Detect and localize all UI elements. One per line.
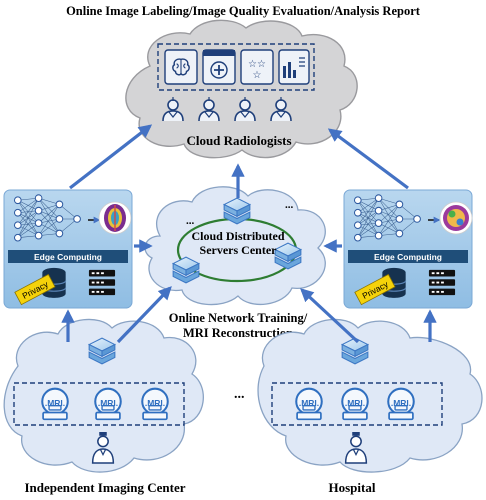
hospital-label: Hospital [329, 480, 376, 495]
cloud-hospital: .MRI. .MRI. .MRI. [257, 318, 483, 473]
arrow [69, 124, 153, 190]
edge-computing-left: Edge Computing Privacy [3, 189, 133, 309]
edge-computing-right: Edge Computing Privacy [343, 189, 473, 309]
svg-text:☆☆: ☆☆ [248, 59, 266, 70]
mri-scanner: .MRI. [295, 387, 323, 421]
cloud-radiologists-label: Cloud Radiologists [186, 133, 291, 148]
svg-text:.MRI.: .MRI. [299, 398, 319, 408]
edge-bar [348, 250, 468, 263]
mri-scanner: .MRI. [341, 387, 369, 421]
edge-bar-label: Edge Computing [374, 252, 442, 262]
arrow [116, 286, 172, 344]
svg-text:.MRI.: .MRI. [45, 398, 65, 408]
analysis-report-icon [278, 49, 310, 85]
mri-scanner: .MRI. [94, 387, 122, 421]
brain-scan-icon [439, 201, 473, 235]
tools-frame [157, 43, 315, 91]
training-caption: MRI Reconstruction [183, 326, 293, 340]
training-caption: Online Network Training/ [169, 311, 308, 325]
mri-scanner: .MRI. [387, 387, 415, 421]
edge-bar-label: Edge Computing [34, 252, 102, 262]
brain-scan-icon [98, 201, 132, 235]
svg-text:...: ... [285, 199, 294, 211]
edge-bar [8, 250, 128, 263]
svg-text:.MRI.: .MRI. [145, 398, 165, 408]
ellipsis: ... [234, 387, 245, 402]
cloud-center-label: Servers Center [200, 243, 278, 257]
scanner-frame [271, 382, 443, 426]
arrow [327, 128, 409, 190]
brain-analysis-icon [164, 49, 198, 85]
server-rack-icon [428, 269, 456, 296]
scanner-frame [13, 382, 185, 426]
page-title: Online Image Labeling/Image Quality Eval… [66, 4, 421, 18]
mri-scanner: .MRI. [141, 387, 169, 421]
svg-text:...: ... [186, 215, 195, 227]
svg-text:.MRI.: .MRI. [98, 398, 118, 408]
cloud-distributed-servers: ... ... Cloud Distributed Servers Center [144, 186, 326, 306]
labeling-add-icon [202, 49, 236, 85]
cloud-radiologists: ☆☆ ☆ Cloud Radiologists [125, 19, 358, 159]
cloud-shape [257, 318, 483, 473]
imaging-center-label: Independent Imaging Center [24, 480, 185, 495]
data-flow-arrows [61, 124, 437, 344]
svg-text:.MRI.: .MRI. [345, 398, 365, 408]
arrow [300, 288, 360, 344]
svg-text:.MRI.: .MRI. [391, 398, 411, 408]
cloud-center-label: Cloud Distributed [191, 229, 284, 243]
mri-scanner: .MRI. [41, 387, 69, 421]
svg-text:☆: ☆ [253, 70, 262, 81]
quality-rating-icon: ☆☆ ☆ [240, 49, 274, 85]
server-rack-icon [88, 269, 116, 296]
cloud-imaging-center: .MRI. .MRI. .MRI. [3, 318, 204, 473]
